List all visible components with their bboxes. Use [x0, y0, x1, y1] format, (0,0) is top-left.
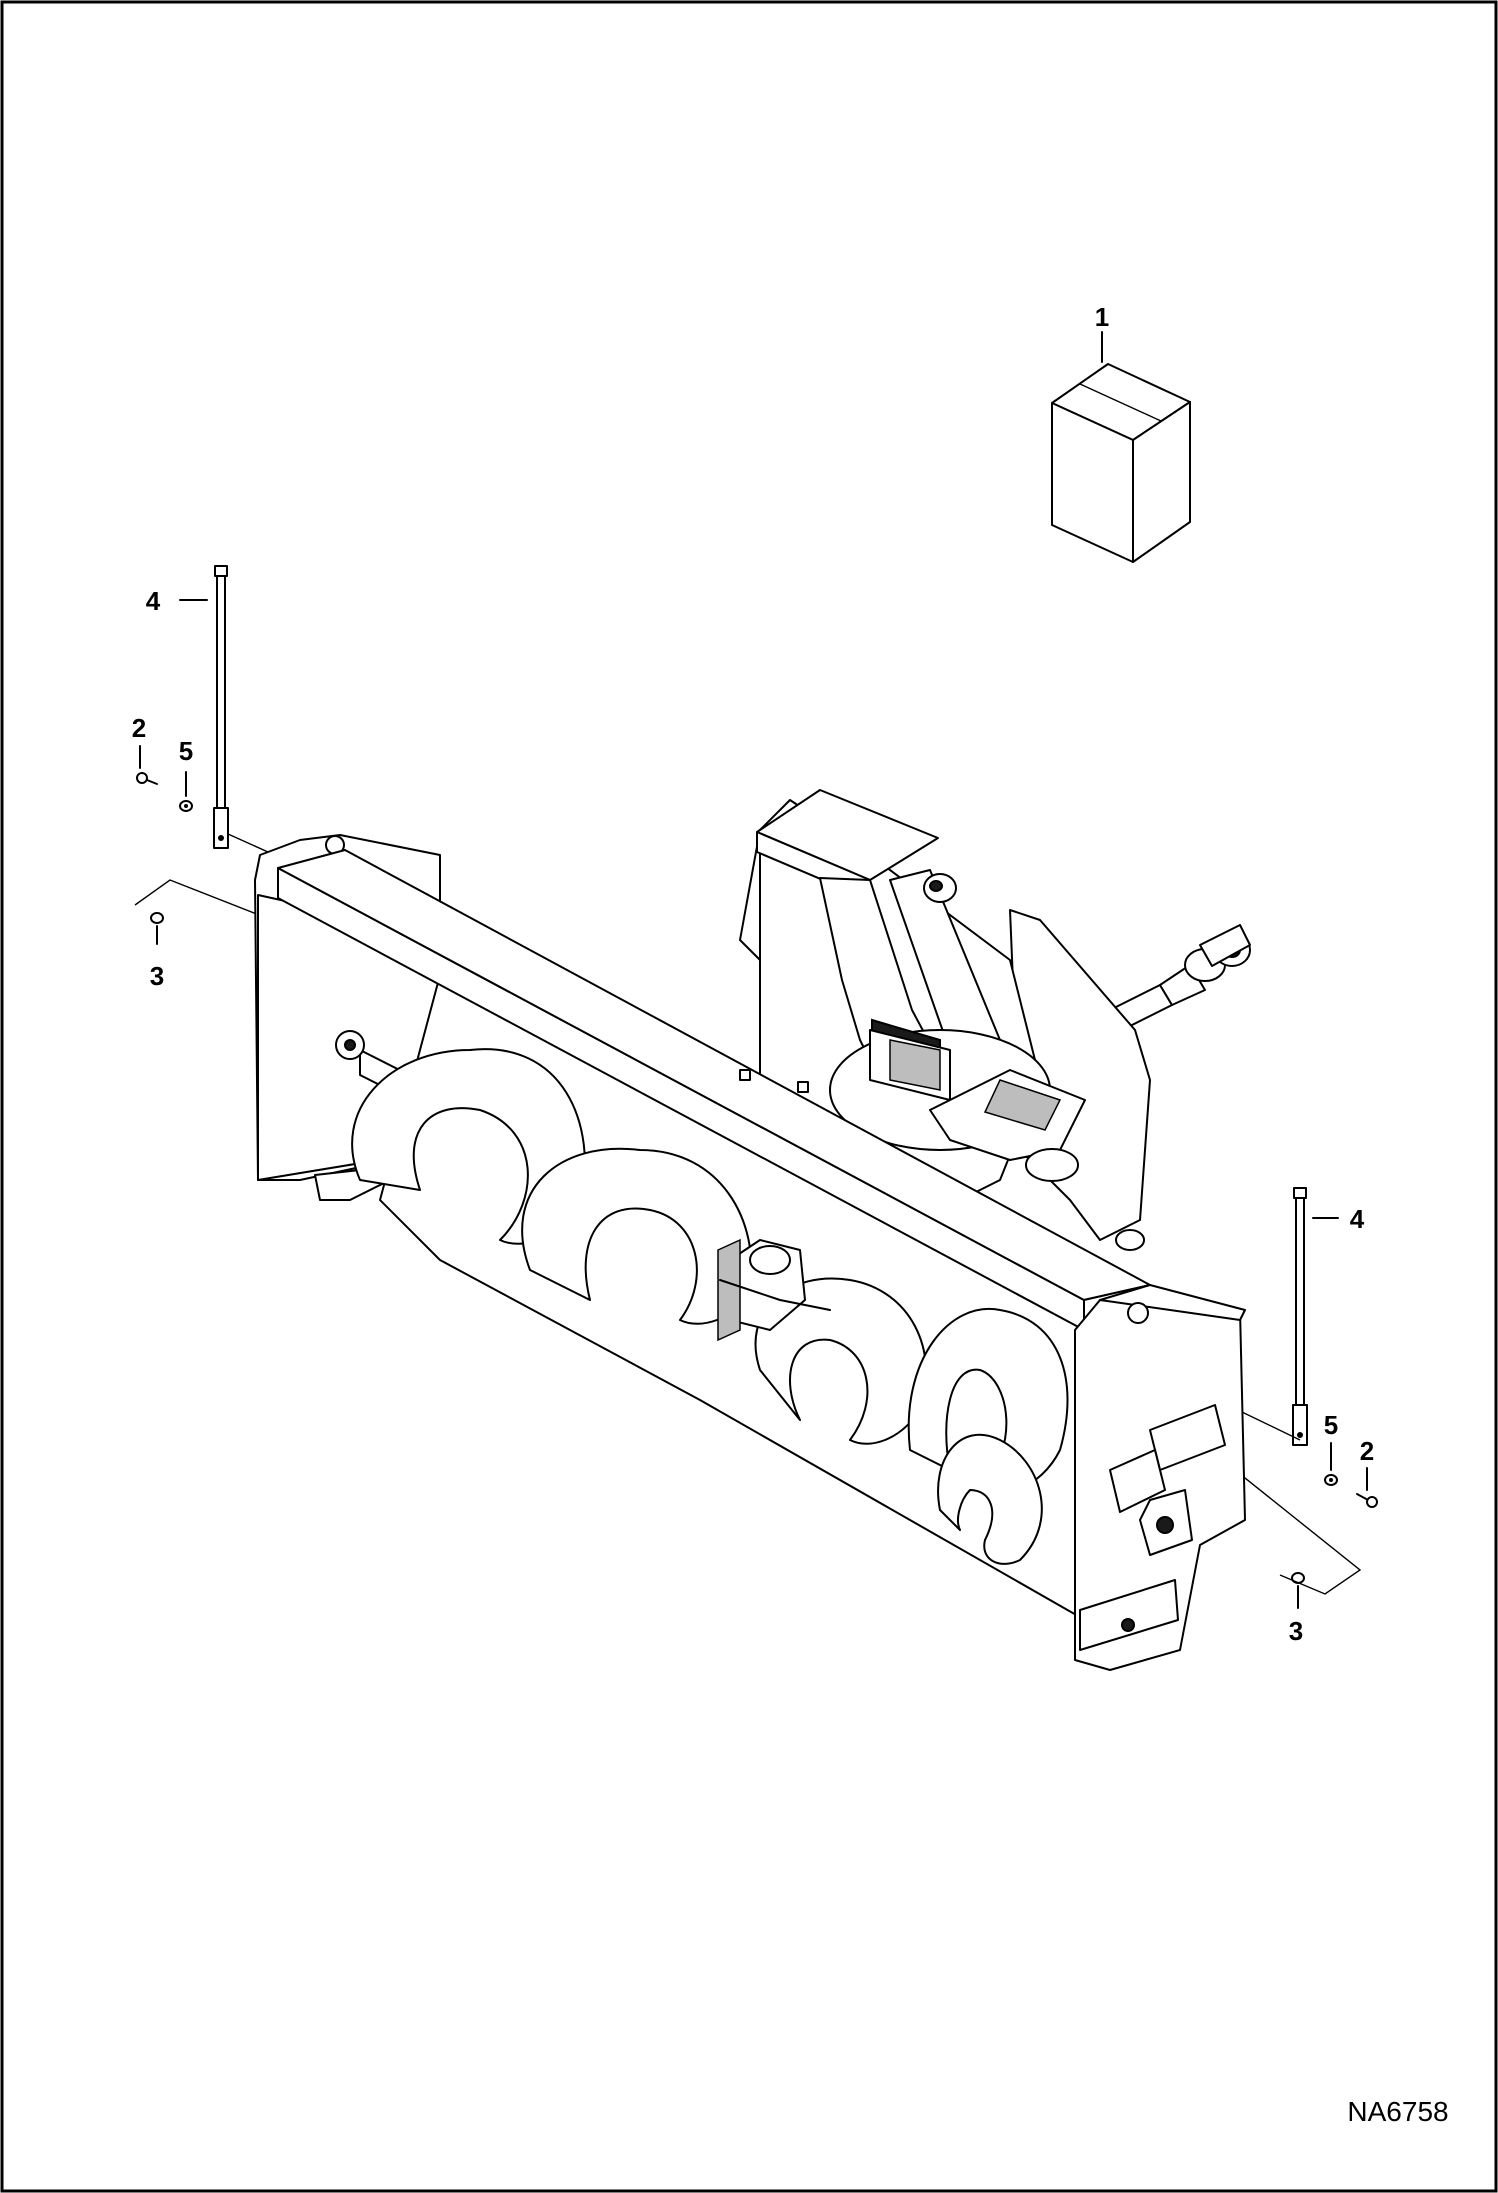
left-nut: [150, 912, 164, 924]
center-spout: [717, 1238, 831, 1342]
kit-box: [1051, 363, 1191, 563]
callout-3-left: 3: [150, 961, 164, 991]
left-bolt: [136, 772, 158, 785]
right-rod: [1292, 1187, 1308, 1446]
left-rod: [213, 565, 229, 849]
right-washer: [1324, 1474, 1338, 1486]
callout-3-right: 3: [1289, 1616, 1303, 1646]
callout-4-left: 4: [146, 586, 161, 616]
auger-flights: [351, 1048, 1069, 1565]
gearbox: [829, 1018, 1145, 1251]
right-end-plate: [1074, 1284, 1246, 1671]
callout-5-right: 5: [1324, 1410, 1338, 1440]
callout-2-right: 2: [1360, 1436, 1374, 1466]
left-washer: [179, 800, 193, 812]
figure-id: NA6758: [1347, 2096, 1448, 2127]
callout-5-left: 5: [179, 736, 193, 766]
callout-4-right: 4: [1350, 1204, 1365, 1234]
left-assembly-line: [227, 833, 269, 853]
snowblower-assembly: [254, 789, 1251, 1671]
driveline-shaft: [1109, 924, 1251, 1031]
callout-1: 1: [1095, 302, 1109, 332]
right-bolt: [1356, 1493, 1378, 1508]
callout-2-left: 2: [132, 713, 146, 743]
